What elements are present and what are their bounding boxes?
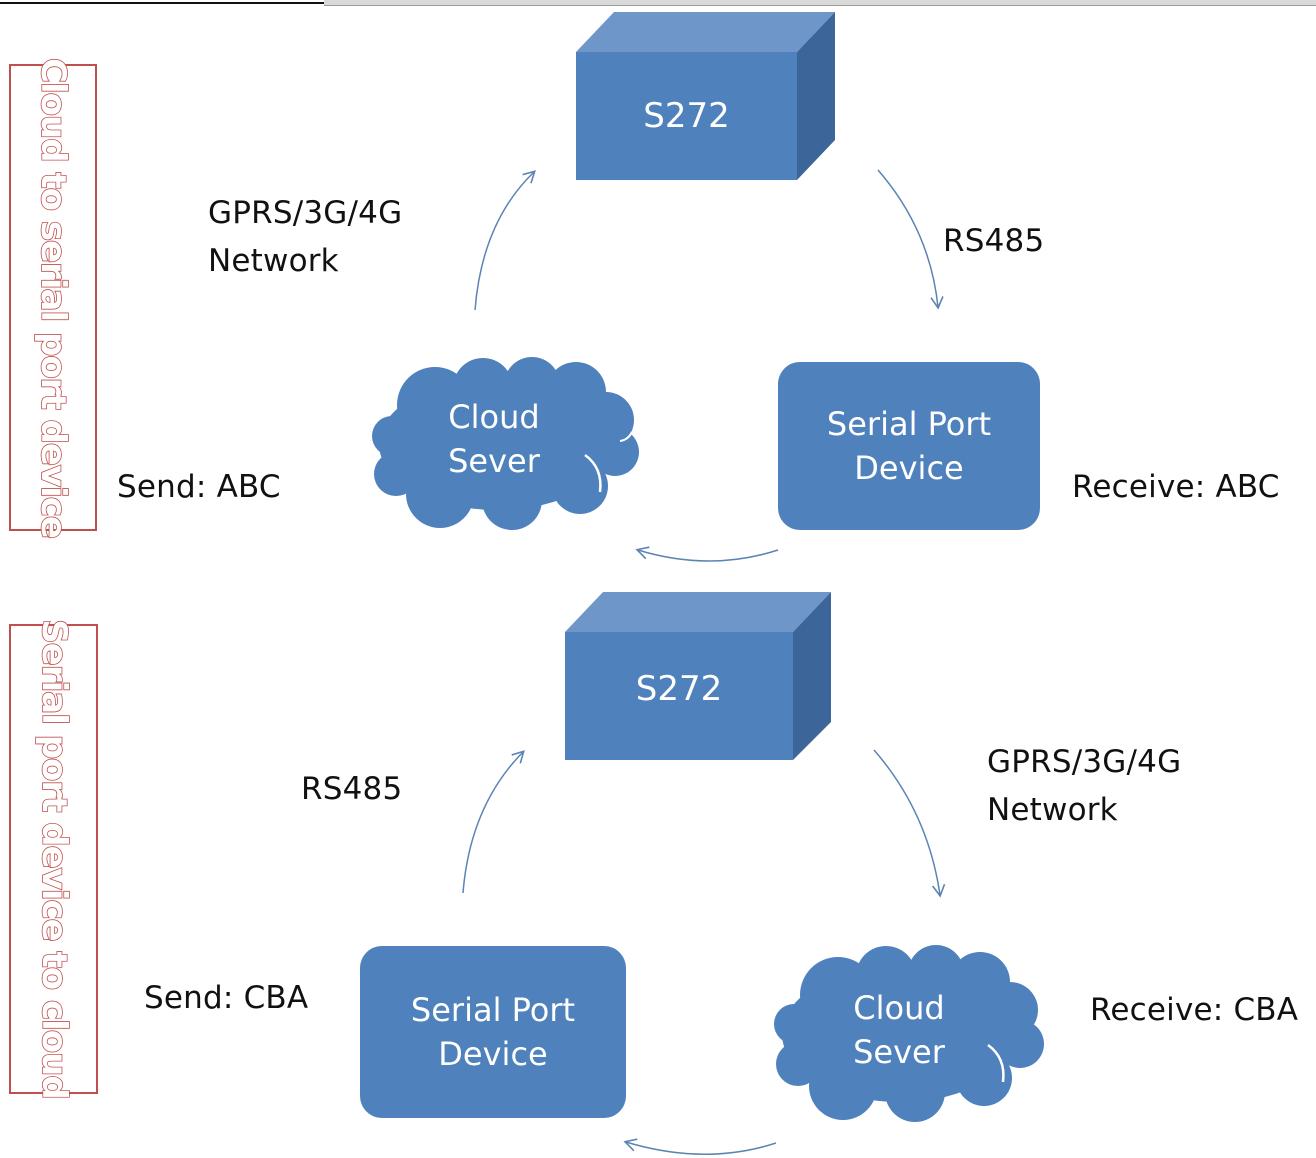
side-label-box-bottom: Serial port device to cloud <box>9 619 98 1099</box>
cloud-shape-top <box>372 357 639 530</box>
top-rule <box>0 2 324 4</box>
cloud-label-bottom: Cloud Sever <box>853 988 945 1071</box>
device-cube-bottom <box>565 592 831 760</box>
side-label-box-top: Cloud to serial port device <box>9 57 97 538</box>
serial-port-label-top: Serial Port Device <box>826 404 992 487</box>
receive-label-top: Receive: ABC <box>1072 469 1280 505</box>
arrow-serial-to-cloud-top <box>635 546 779 562</box>
rs485-label-top: RS485 <box>943 223 1045 259</box>
rs485-label-bottom: RS485 <box>301 771 403 807</box>
cloud-shape-bottom <box>774 945 1044 1122</box>
side-label-top: Cloud to serial port device <box>32 57 74 539</box>
send-label-top: Send: ABC <box>117 469 281 505</box>
device-label-bottom: S272 <box>635 668 723 709</box>
serial-port-box-bottom <box>360 946 626 1118</box>
device-cube-top <box>576 12 835 180</box>
side-label-bottom: Serial port device to cloud <box>33 619 75 1100</box>
arrow-device-to-cloud-bottom <box>873 749 946 898</box>
top-bar <box>324 0 1316 6</box>
network-label-top: GPRS/3G/4G Network <box>208 195 403 279</box>
network-label-bottom: GPRS/3G/4G Network <box>987 744 1182 828</box>
serial-port-box-top <box>778 362 1040 530</box>
cloud-label-top: Cloud Sever <box>448 397 540 480</box>
device-label-top: S272 <box>643 95 730 136</box>
arrow-cloud-to-serial-bottom <box>623 1138 777 1155</box>
send-label-bottom: Send: CBA <box>144 980 309 1016</box>
arrow-cloud-to-device-top <box>474 170 536 311</box>
receive-label-bottom: Receive: CBA <box>1090 992 1299 1028</box>
arrow-device-to-serial-top <box>877 169 944 310</box>
arrow-serial-to-device-bottom <box>462 750 525 894</box>
serial-port-label-bottom: Serial Port Device <box>410 990 576 1073</box>
